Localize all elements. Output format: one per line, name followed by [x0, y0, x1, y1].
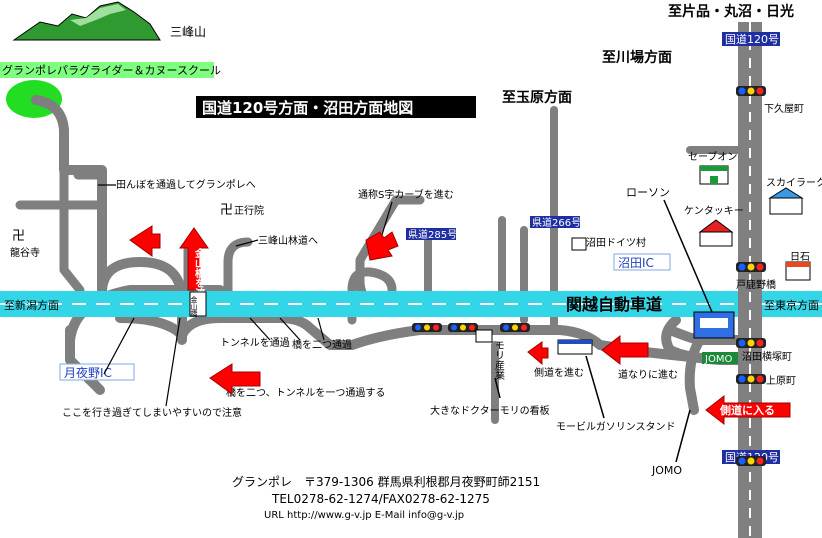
- arrow-left-icon: [527, 341, 549, 366]
- numata-ic-box: [613, 253, 671, 271]
- store-icon-mobil: [557, 339, 593, 355]
- note-sokudo-susumu: 側道を進む: [534, 366, 584, 379]
- red-arrows: [129, 225, 791, 426]
- label-numata-doitsu: 沼田ドイツ村: [586, 236, 646, 249]
- note-tunnel: トンネルを通過: [220, 337, 290, 349]
- big-sign-pointer: [494, 377, 501, 399]
- store-icon-nisseki: [785, 261, 811, 281]
- traffic-light-icon: [736, 456, 766, 466]
- svg-text:JOMO: JOMO: [704, 354, 732, 365]
- route-sign-120-top: 国道120号: [722, 32, 780, 46]
- temple-icon: 卍: [220, 203, 233, 218]
- label-tokoebashi: 戸鹿野橋: [736, 278, 776, 291]
- arrow-up-icon: [179, 227, 209, 291]
- mountain-icon: [12, 1, 161, 41]
- jomo-pointer: [675, 409, 691, 463]
- direction-niigata: 至新潟方面: [4, 298, 59, 312]
- traffic-light-icon: [736, 338, 766, 348]
- mobil-pointer: [585, 355, 605, 419]
- label-shogyoin: 正行院: [234, 204, 264, 217]
- note-tanbo: 田んぼを通過してグランポレへ: [116, 178, 256, 191]
- arrow-left-icon: [601, 334, 649, 366]
- direction-katashina: 至片品・丸沼・日光: [668, 3, 794, 20]
- label-ryukokuji: 龍谷寺: [10, 246, 40, 259]
- label-tsukiyono-ic: 月夜野IC: [64, 365, 112, 380]
- map-title: 国道120号方面・沼田方面地図: [202, 99, 413, 117]
- direction-tokyo: 至東京方面: [764, 298, 819, 312]
- arrow-left-icon: [129, 225, 161, 257]
- route-sign-266: 県道266号: [530, 216, 581, 229]
- expressway-name: 関越自動車道: [566, 295, 662, 314]
- store-icon-lawson: [693, 311, 735, 339]
- route-sign-285: 県道285号: [406, 228, 457, 241]
- kinzan-bridge-sign: [189, 291, 207, 317]
- store-icon-skylark: [768, 187, 804, 215]
- label-seven: セーブオン: [688, 150, 737, 163]
- footer-address: グランポレ 〒379-1306 群馬県利根郡月夜野町師2151: [232, 474, 540, 489]
- store-icon-doitsu: [571, 237, 587, 251]
- label-skylark: スカイラーク: [766, 177, 822, 189]
- direction-kawaba: 至川場方面: [602, 49, 672, 66]
- note-miss-warning: ここを行き過ぎてしまいやすいので注意: [62, 406, 242, 419]
- map-title-bg: [196, 96, 476, 118]
- label-kfc: ケンタッキー: [684, 205, 744, 217]
- note-road-follow: 道なりに進む: [618, 368, 678, 381]
- mountain-label: 三峰山: [170, 25, 206, 39]
- note-mitsumine-rindo: 三峰山林道へ: [258, 234, 318, 247]
- traffic-light-icon: [736, 374, 766, 384]
- svg-text:県道266号: 県道266号: [532, 216, 581, 229]
- label-jomo: JOMO: [651, 464, 682, 477]
- lawson-pointer: [663, 199, 713, 313]
- traffic-light-icon: [448, 323, 478, 332]
- note-sokudo-hairu: 側道に入る: [719, 403, 775, 417]
- arrow-left-icon: [209, 363, 261, 395]
- traffic-light-icon: [412, 323, 442, 332]
- school-label-bg: [0, 62, 214, 78]
- label-numata-ic: 沼田IC: [618, 256, 654, 270]
- arrow-down-left-icon: [365, 231, 399, 261]
- note-s-curve: 通称S字カーブを進む: [358, 188, 454, 201]
- store-icon-mori: [475, 329, 493, 343]
- traffic-light-icon: [736, 262, 766, 272]
- note-bridges-tunnel: 橋を二つ、トンネルを一つ通過する: [226, 386, 385, 399]
- label-shimokuyacho: 下久屋町: [764, 103, 804, 115]
- label-nisseki: 日石: [790, 252, 810, 263]
- label-kamiharacho: 上原町: [766, 375, 796, 387]
- temple-icon: 卍: [12, 229, 25, 244]
- label-lawson: ローソン: [626, 186, 670, 199]
- direction-tamahara: 至玉原方面: [502, 89, 572, 106]
- note-two-bridges: 橋を二つ通過: [292, 338, 352, 351]
- note-pointers: [98, 184, 393, 407]
- kanetsu-expressway: [0, 291, 822, 317]
- label-mobil: モービルガソリンスタンド: [556, 421, 676, 433]
- jomo-station-sign: JOMO: [702, 352, 738, 365]
- footer-url[interactable]: URL http://www.g-v.jp E-Mail info@g-v.jp: [264, 510, 464, 521]
- label-kinzan-sign: 金山橋: [190, 295, 198, 318]
- school-name: グランポレパラグライダー＆カヌースクール: [2, 63, 221, 77]
- label-big-sign: 大きなドクターモリの看板: [430, 404, 550, 417]
- label-numata-yokotsukacho: 沼田横塚町: [742, 350, 792, 363]
- local-roads: [15, 22, 762, 538]
- arrow-left-icon: [705, 394, 791, 426]
- store-icon-kfc: [698, 219, 734, 247]
- tsukiyono-ic-box: [59, 363, 135, 381]
- traffic-light-icon: [736, 86, 766, 96]
- traffic-light-icon: [500, 323, 530, 332]
- svg-text:県道285号: 県道285号: [408, 228, 457, 241]
- label-mori-sangyo: モリ産業: [493, 340, 505, 381]
- footer-phone: TEL0278-62-1274/FAX0278-62-1275: [271, 492, 490, 506]
- svg-text:国道120号: 国道120号: [725, 32, 779, 46]
- store-icon-seven: [699, 165, 729, 185]
